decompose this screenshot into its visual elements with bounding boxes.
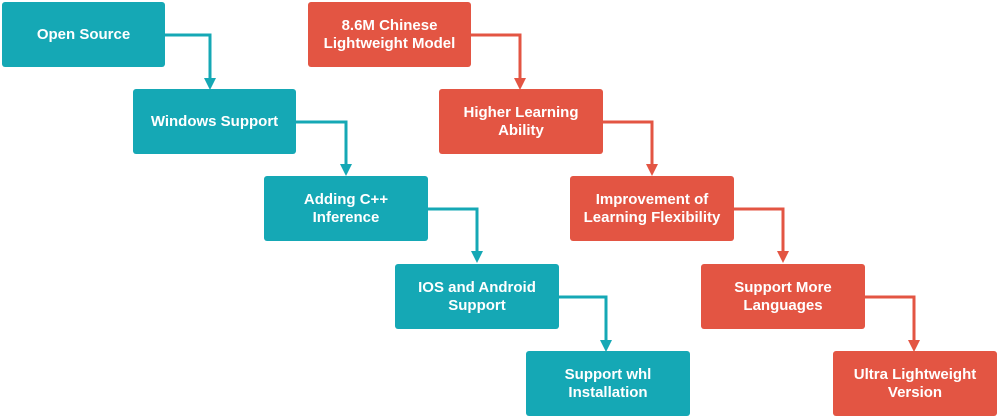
connector-left-1 xyxy=(165,33,216,90)
right-step-chinese-model: 8.6M Chinese Lightweight Model xyxy=(308,2,471,67)
right-step-more-languages: Support More Languages xyxy=(701,264,865,329)
left-step-windows-support: Windows Support xyxy=(133,89,296,154)
connector-right-4 xyxy=(865,295,920,352)
connector-left-4 xyxy=(559,295,612,352)
left-step-cpp-inference: Adding C++ Inference xyxy=(264,176,428,241)
left-step-label: Adding C++ Inference xyxy=(303,190,389,226)
right-step-learning-flexibility: Improvement of Learning Flexibility xyxy=(570,176,734,241)
connector-left-3 xyxy=(428,207,483,263)
right-step-label: 8.6M Chinese Lightweight Model xyxy=(323,16,456,52)
connector-right-2 xyxy=(603,120,658,176)
connector-right-1 xyxy=(471,33,526,90)
left-step-whl-installation: Support whl Installation xyxy=(526,351,690,416)
right-step-label: Improvement of Learning Flexibility xyxy=(583,190,721,226)
right-step-label: Support More Languages xyxy=(734,278,832,314)
left-step-label: Support whl Installation xyxy=(564,365,652,401)
left-step-label: Open Source xyxy=(36,25,131,43)
left-step-label: IOS and Android Support xyxy=(418,278,536,314)
right-step-ultra-lightweight: Ultra Lightweight Version xyxy=(833,351,997,416)
left-step-label: Windows Support xyxy=(150,112,279,130)
left-step-ios-android-support: IOS and Android Support xyxy=(395,264,559,329)
right-step-learning-ability: Higher Learning Ability xyxy=(439,89,603,154)
left-step-open-source: Open Source xyxy=(2,2,165,67)
right-step-label: Ultra Lightweight Version xyxy=(853,365,977,401)
connector-right-3 xyxy=(734,207,789,263)
right-step-label: Higher Learning Ability xyxy=(463,103,579,139)
connector-left-2 xyxy=(296,120,352,176)
